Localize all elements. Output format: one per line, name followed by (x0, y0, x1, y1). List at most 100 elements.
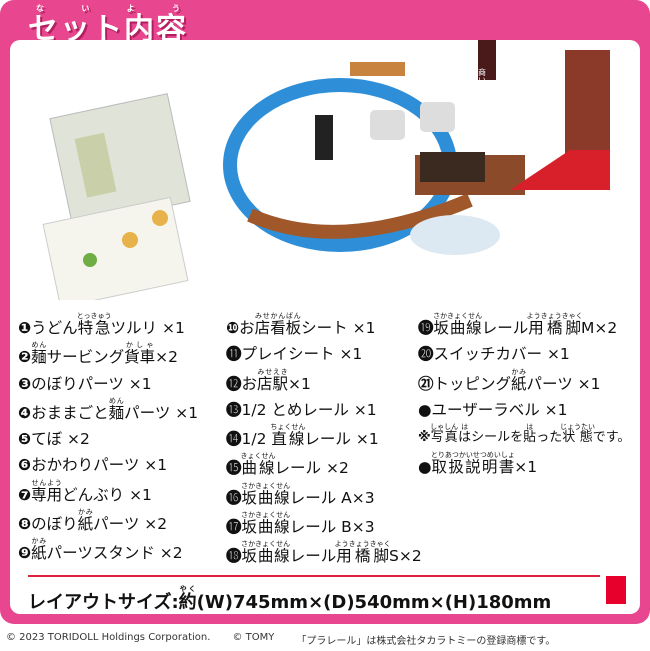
contents-item: ⓯曲線きょくせんレール ×2 (226, 452, 422, 481)
item-number: ● (418, 400, 432, 419)
item-number: ❹ (18, 403, 32, 422)
item-text: レール ×1 (304, 430, 379, 449)
item-text: M×2 (581, 319, 618, 337)
item-text: 貼は (523, 423, 537, 446)
furigana: めん (108, 396, 125, 405)
item-text: です。 (592, 430, 631, 446)
contents-item: ⓳坂曲線さかきょくせんレール用橋脚ようきょうきゃくM×2 (418, 312, 630, 341)
footer: © 2023 TORIDOLL Holdings Corporation. © … (6, 632, 646, 647)
item-text: 店駅みせえき (257, 367, 289, 393)
item-text: レール ×2 (274, 459, 349, 478)
contents-item: ㉑トッピング紙かみパーツ ×1 (418, 368, 630, 397)
item-text: どんぶり ×1 (62, 485, 152, 504)
item-number: ⓱ (226, 518, 242, 537)
item-text: 紙かみ (511, 367, 527, 393)
bowl (410, 215, 500, 255)
furigana: せんよう (31, 478, 63, 487)
item-text: サービング (46, 348, 125, 367)
flag-text: 商い中 (478, 67, 487, 93)
furigana: ようきょうきゃく (526, 312, 583, 320)
play-sheet (49, 93, 191, 227)
contents-item: ⓮1/2 直線ちょくせんレール ×1 (226, 423, 422, 452)
item-text: 特急とっきゅう (76, 312, 112, 338)
item-text: のぼりパーツ ×1 (31, 374, 152, 393)
flag (478, 40, 496, 80)
contents-item: ❽のぼり紙かみパーツ ×2 (18, 508, 198, 537)
item-text: レール B×3 (289, 518, 375, 537)
item-number: ❷ (18, 348, 32, 367)
contents-item: ❼専用せんようどんぶり ×1 (18, 479, 198, 508)
item-text: 状態じょうたい (559, 423, 595, 446)
furigana: は (458, 423, 472, 432)
contents-item: ❷麺めんサービング貨車かしゃ×2 (18, 341, 198, 370)
item-text: スイッチカバー ×1 (433, 345, 570, 364)
contents-item: ⓱坂曲線さかきょくせんレール B×3 (226, 511, 422, 540)
contents-item: ⓬お店駅みせえき×1 (226, 368, 422, 397)
item-text: 貨車かしゃ (124, 341, 156, 367)
item-text: てぼ ×2 (31, 430, 90, 449)
item-text: お (241, 374, 258, 393)
contents-item: ❶うどん特急とっきゅうツルリ ×1 (18, 312, 198, 341)
contents-item: ❾紙かみパーツスタンド ×2 (18, 537, 198, 566)
tebo (370, 110, 405, 140)
item-text: おかわりパーツ ×1 (31, 456, 168, 475)
furigana: めん (31, 341, 47, 350)
contents-item: ⓴スイッチカバー ×1 (418, 341, 630, 367)
item-number: ⓲ (226, 547, 242, 566)
contents-item: ❻おかわりパーツ ×1 (18, 452, 198, 478)
item-number: ❸ (18, 374, 32, 393)
item-number: ❼ (18, 485, 32, 504)
item-text: 取扱説明書とりあつかいせつめいしょ (430, 451, 515, 477)
item-number: ❽ (18, 515, 32, 534)
item-text: シールを (471, 430, 524, 446)
product-illustration: 商い中 (42, 40, 610, 300)
contents-item: ●ユーザーラベル ×1 (418, 397, 630, 423)
copyright-tomy: © TOMY (232, 632, 275, 643)
furigana: さかきょくせん (241, 511, 291, 520)
item-text: 店看板みせかんばん (254, 312, 302, 338)
item-text: 坂曲線さかきょくせん (241, 481, 291, 507)
stop-rail (350, 62, 405, 76)
trademark-note: 「プラレール」は株式会社タカラトミーの登録商標です。 (296, 636, 556, 647)
contents-item: ⓲坂曲線さかきょくせんレール用橋脚ようきょうきゃくS×2 (226, 540, 422, 569)
item-text: 紙かみ (31, 537, 47, 563)
item-text: シート ×1 (301, 319, 376, 337)
item-text: 用橋脚ようきょうきゃく (526, 312, 583, 338)
furigana: さかきょくせん (241, 481, 291, 490)
item-text: のぼり (31, 515, 78, 534)
item-number: ❾ (18, 544, 32, 563)
furigana: ちょくせん (270, 423, 306, 432)
item-text: 曲線きょくせん (240, 452, 276, 478)
item-text: 紙かみ (77, 508, 94, 534)
furigana: さかきょくせん (433, 312, 483, 320)
item-text: おままごと (31, 403, 109, 422)
item-text: パーツスタンド ×2 (46, 544, 183, 563)
item-number: ⓬ (226, 374, 242, 393)
item-text: 1/2 (241, 430, 272, 449)
item-number: ⓮ (226, 430, 242, 449)
item-number: ㉑ (418, 374, 434, 393)
item-text: ×2 (155, 348, 179, 367)
contents-item: ●取扱説明書とりあつかいせつめいしょ×1 (418, 451, 630, 480)
item-text: パーツ ×1 (124, 403, 199, 422)
furigana: きょくせん (240, 452, 276, 461)
item-text: お (239, 319, 255, 337)
item-text: 坂曲線さかきょくせん (433, 312, 483, 338)
item-text: はは (458, 423, 472, 446)
item-text: プレイシート ×1 (241, 345, 363, 364)
contents-item: ※写真しゃしんははシールを貼はった状態じょうたいです。 (418, 423, 630, 451)
item-number: ⓫ (226, 345, 242, 364)
item-text: ユーザーラベル ×1 (431, 400, 568, 419)
item-text: レール (481, 319, 529, 337)
furigana: とりあつかいせつめいしょ (430, 451, 515, 460)
signboard (420, 152, 485, 182)
paper-flag (315, 115, 333, 160)
item-text: 坂曲線さかきょくせん (241, 540, 291, 566)
item-text: パーツ ×2 (93, 515, 168, 534)
item-text: 麺めん (31, 341, 47, 367)
contents-item: ❸のぼりパーツ ×1 (18, 371, 198, 397)
